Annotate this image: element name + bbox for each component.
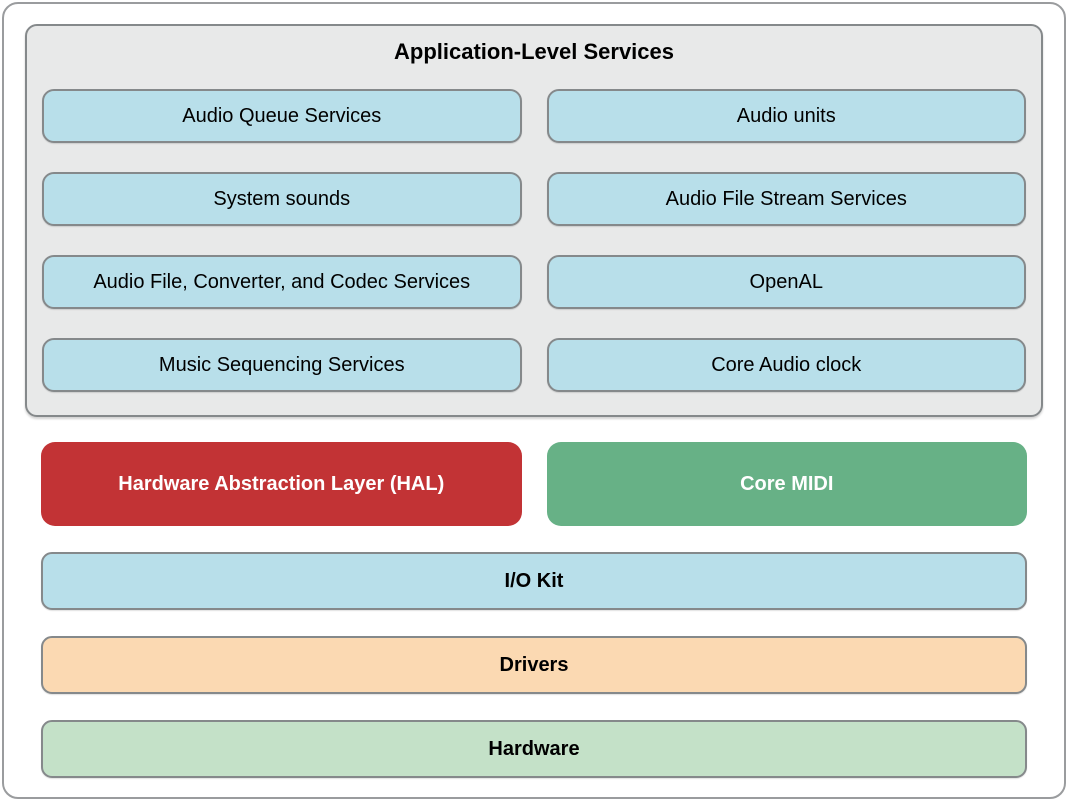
hardware-layer-box: Hardware [41, 720, 1027, 778]
hal-midi-row: Hardware Abstraction Layer (HAL) Core MI… [41, 442, 1027, 526]
service-box-core-audio-clock: Core Audio clock [546, 338, 1026, 392]
hardware-abstraction-layer-box: Hardware Abstraction Layer (HAL) [41, 442, 522, 526]
service-box-music-sequencing-services: Music Sequencing Services [42, 338, 522, 392]
service-grid: Audio Queue Services Audio units System … [42, 89, 1026, 392]
service-box-openal: OpenAL [546, 255, 1026, 309]
service-box-audio-file-converter-codec-services: Audio File, Converter, and Codec Service… [42, 255, 522, 309]
service-box-audio-units: Audio units [546, 89, 1026, 143]
service-box-system-sounds: System sounds [42, 172, 522, 226]
application-services-title: Application-Level Services [394, 39, 674, 64]
lower-layers: Hardware Abstraction Layer (HAL) Core MI… [41, 442, 1027, 778]
drivers-layer-box: Drivers [41, 636, 1027, 694]
iokit-layer-box: I/O Kit [41, 552, 1027, 610]
application-services-panel: Application-Level Services Audio Queue S… [25, 24, 1043, 417]
service-box-audio-queue-services: Audio Queue Services [42, 89, 522, 143]
core-midi-box: Core MIDI [546, 442, 1027, 526]
service-box-audio-file-stream-services: Audio File Stream Services [546, 172, 1026, 226]
